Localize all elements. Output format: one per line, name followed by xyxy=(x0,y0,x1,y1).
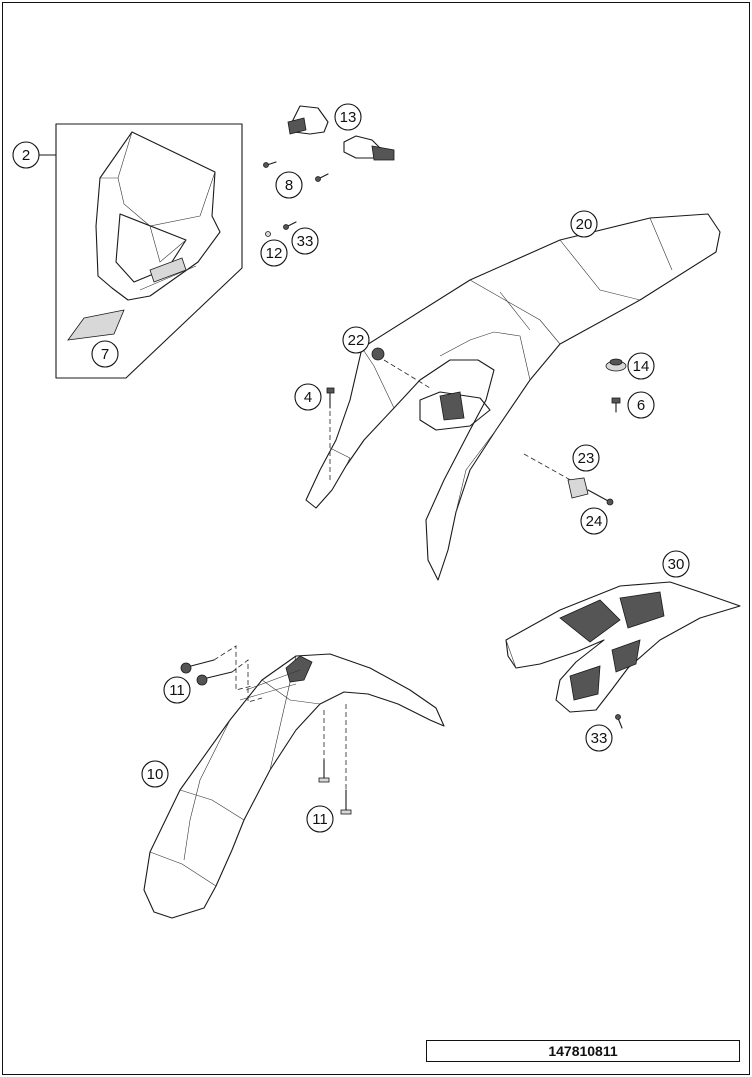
callout-circle xyxy=(306,805,334,833)
callout-circle xyxy=(91,340,119,368)
callout-number: 11 xyxy=(169,682,185,699)
callout-number: 33 xyxy=(591,730,608,747)
cable-clamps-part xyxy=(287,105,395,161)
callout-number: 4 xyxy=(304,389,312,406)
callout-c7: 7 xyxy=(91,340,119,368)
callout-c20: 20 xyxy=(570,210,598,238)
callout-c2: 2 xyxy=(12,141,40,169)
callout-c13: 13 xyxy=(334,103,362,131)
callout-number: 10 xyxy=(147,766,164,783)
callout-c33a: 33 xyxy=(291,227,319,255)
front-fender-bolts-lower xyxy=(318,704,352,815)
callout-c8: 8 xyxy=(275,171,303,199)
callout-c11a: 11 xyxy=(163,676,191,704)
callout-circle xyxy=(572,444,600,472)
document-number: 147810811 xyxy=(426,1040,740,1062)
grommet-screw-part xyxy=(605,358,627,413)
callout-c12: 12 xyxy=(260,239,288,267)
callout-circle xyxy=(294,383,322,411)
callout-number: 13 xyxy=(340,109,357,126)
callout-circle xyxy=(627,352,655,380)
callout-number: 11 xyxy=(312,811,328,828)
callout-number: 6 xyxy=(637,397,645,414)
callout-circle xyxy=(291,227,319,255)
callout-c6: 6 xyxy=(627,391,655,419)
bolt-4-part xyxy=(326,387,335,480)
callout-number: 7 xyxy=(101,346,109,363)
callout-circle xyxy=(141,760,169,788)
callout-c30: 30 xyxy=(662,550,690,578)
callout-c22: 22 xyxy=(342,326,370,354)
callout-circle xyxy=(12,141,40,169)
callout-circle xyxy=(275,171,303,199)
callout-number: 14 xyxy=(633,358,650,375)
callout-number: 20 xyxy=(576,216,593,233)
callout-number: 12 xyxy=(266,245,283,262)
callout-circle xyxy=(580,507,608,535)
callout-c33b: 33 xyxy=(585,724,613,752)
callout-number: 23 xyxy=(578,450,595,467)
callout-number: 33 xyxy=(297,233,314,250)
callout-circle xyxy=(585,724,613,752)
screw-washer-part xyxy=(265,221,297,237)
callout-labels: 2 13 8 33 12 7 20 22 14 4 6 23 24 30 11 10 11 33 xyxy=(12,103,690,833)
callout-number: 22 xyxy=(348,332,365,349)
screws-8-part xyxy=(263,161,329,182)
headlight-mask-part xyxy=(95,131,221,301)
rear-fender-part xyxy=(305,213,721,581)
nut-22-part xyxy=(371,347,431,389)
callout-c23: 23 xyxy=(572,444,600,472)
callout-circle xyxy=(342,326,370,354)
front-fender-bolts-upper xyxy=(180,645,263,703)
front-fender-part xyxy=(143,653,445,919)
callout-c24: 24 xyxy=(580,507,608,535)
callout-circle xyxy=(627,391,655,419)
bushing-bolt-part xyxy=(523,453,614,506)
callout-circle xyxy=(570,210,598,238)
headlight-mask-group xyxy=(37,123,243,379)
callout-number: 2 xyxy=(22,147,30,164)
rear-subframe-part xyxy=(505,581,741,729)
callout-c10: 10 xyxy=(141,760,169,788)
callout-c4: 4 xyxy=(294,383,322,411)
callout-c11b: 11 xyxy=(306,805,334,833)
callout-number: 24 xyxy=(586,513,603,530)
callout-c14: 14 xyxy=(627,352,655,380)
callout-number: 8 xyxy=(285,177,293,194)
callout-circle xyxy=(163,676,191,704)
callout-number: 30 xyxy=(668,556,685,573)
sticker-part xyxy=(67,309,125,341)
callout-circle xyxy=(260,239,288,267)
callout-circle xyxy=(662,550,690,578)
callout-circle xyxy=(334,103,362,131)
